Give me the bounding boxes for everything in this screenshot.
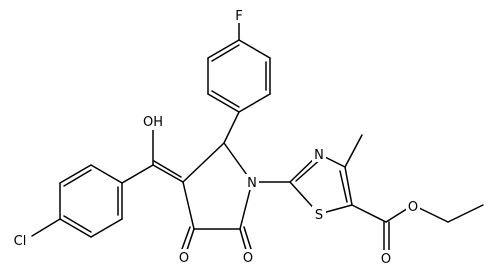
exocyclic-double-bond-1 bbox=[152, 164, 184, 183]
thiazole-nitrogen-atom: N bbox=[312, 146, 326, 163]
lactam-oxygen-label: O bbox=[243, 251, 253, 266]
ring-ester-bond bbox=[351, 204, 387, 223]
lactam-oxygen-atom: O bbox=[241, 249, 255, 266]
thiazole-nitrogen-label: N bbox=[314, 148, 324, 163]
thiazole-sulfur-atom: S bbox=[312, 206, 326, 223]
vinyl-aryl-bond bbox=[121, 164, 154, 184]
ketone-bond-2 bbox=[181, 226, 191, 250]
lactam-carbonyl-bond-1 bbox=[239, 228, 247, 251]
pyrrolidine-nitrogen-atom: N bbox=[245, 174, 259, 191]
ester-carbonyl-oxygen-label: O bbox=[381, 252, 391, 267]
ketone-oxygen-atom: O bbox=[177, 249, 191, 266]
hydroxyl-label: OH bbox=[143, 115, 163, 130]
fluorine-atom: F bbox=[232, 7, 246, 24]
thiazole-ring bbox=[289, 153, 353, 215]
pyrrolidine-ring bbox=[182, 142, 253, 230]
chlorine-label: Cl bbox=[14, 234, 27, 249]
ester-ether-oxygen-label: O bbox=[408, 200, 418, 215]
thiazole-sulfur-label: S bbox=[315, 208, 323, 223]
chlorine-atom: Cl bbox=[9, 232, 31, 249]
fluorophenyl-ring bbox=[207, 39, 271, 113]
aryl-pyrrolidine-bond bbox=[223, 111, 240, 144]
methyl-bond bbox=[344, 134, 363, 168]
ester-ether-oxygen-atom: O bbox=[406, 198, 420, 215]
lactam-carbonyl-bond-2 bbox=[243, 226, 252, 250]
pyrrolidine-nitrogen-label: N bbox=[247, 176, 257, 191]
ester-carbonyl-oxygen-atom: O bbox=[379, 250, 393, 267]
c-cl-bond bbox=[31, 218, 61, 237]
ethyl-cc-bond bbox=[447, 204, 484, 223]
ketone-bond-1 bbox=[186, 228, 195, 251]
fluorine-label: F bbox=[235, 9, 242, 24]
ketone-oxygen-label: O bbox=[179, 251, 189, 266]
exocyclic-double-bond-2 bbox=[153, 160, 182, 178]
hydroxyl-group: OH bbox=[142, 114, 164, 130]
chlorophenyl-ring bbox=[59, 164, 123, 238]
